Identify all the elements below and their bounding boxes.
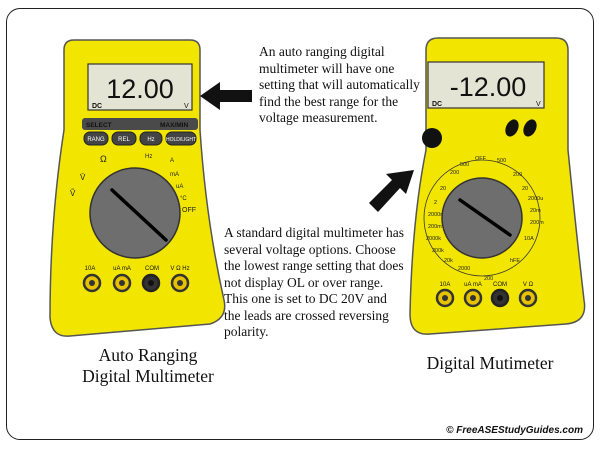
svg-text:20: 20 [522,186,528,192]
auto-select-label: SELECT [86,122,112,129]
standard-meter-note: A standard digital multimeter has severa… [224,225,404,339]
std-dial-pointer [458,198,512,237]
std-jack-label-com: COM [493,282,507,288]
std-unit: V [536,101,541,108]
auto-lcd [87,63,193,111]
digital-mutimeter-caption: Digital Mutimeter [426,353,554,373]
auto-ranging-multimeter: 12.00 DC V SELECT MAX/MIN RANG REL Hz HO… [49,39,226,337]
auto-dial-label-ma: mA [170,172,179,178]
svg-text:200m: 200m [530,220,544,226]
std-jack-label-uama: uA mA [464,282,482,288]
hz-button[interactable] [139,131,163,146]
dc-volt-icon: V̄ [80,173,86,182]
svg-text:20k: 20k [444,258,453,264]
std-probe-holder [505,119,519,137]
auto-reading: 12.00 [106,74,174,104]
ohm-icon: Ω [100,154,107,164]
auto-buttons: RANG REL Hz HOLD/LIGHT [83,131,197,146]
auto-jack-label-com: COM [145,266,159,272]
auto-dial-pointer [110,188,168,242]
rang-button-label: RANG [87,137,105,143]
svg-text:2: 2 [434,200,437,206]
rel-button-label: REL [118,137,130,143]
std-power-button[interactable] [422,128,442,148]
arrow-up-right-icon [369,170,414,212]
auto-unit: V [184,103,189,110]
svg-text:200: 200 [484,276,493,282]
arrow-left-icon [200,82,252,110]
svg-text:hFE: hFE [510,258,520,264]
auto-mode: DC [92,103,102,110]
svg-text:500: 500 [460,162,469,168]
std-lcd [427,61,545,109]
std-rotary-dial[interactable] [441,177,523,259]
hold-light-button-label: HOLD/LIGHT [166,137,196,143]
svg-text:20m: 20m [530,208,541,214]
svg-text:500: 500 [497,158,506,164]
auto-caption-line2: Digital Multimeter [82,366,214,386]
arrow-to-auto-display [200,82,252,110]
arrow-to-std-dial [369,170,414,212]
auto-jacks: 10A uA mA COM V Ω Hz [82,266,190,293]
auto-dial-label-hz: Hz [145,154,152,160]
auto-dial-label-temp: °C [180,196,187,202]
border-frame [6,8,594,440]
auto-caption-line1: Auto Ranging [98,345,198,365]
svg-text:20: 20 [440,186,446,192]
std-jack-label-10a: 10A [440,282,451,288]
hz-button-label: Hz [147,137,154,143]
svg-text:200: 200 [450,170,459,176]
svg-text:2000u: 2000u [528,196,543,202]
auto-jack-label-uama: uA mA [113,266,131,272]
auto-range-note: An auto ranging digital multimeter will … [259,44,420,125]
auto-jack-label-10a: 10A [85,266,96,272]
svg-text:OFF: OFF [475,156,487,162]
std-mode: DC [432,101,442,108]
auto-jack-label-volt: V Ω Hz [170,266,189,272]
svg-text:2000k: 2000k [426,236,441,242]
rang-button[interactable] [83,131,109,146]
svg-text:10A: 10A [524,236,534,242]
hold-light-button[interactable] [165,131,197,146]
auto-maxmin-label: MAX/MIN [160,122,188,129]
svg-text:200: 200 [513,172,522,178]
std-dial-scale: OFF 500 200 20 2 2000m 200m 2000k 200k 2… [426,156,544,282]
auto-dial-label-a: A [170,158,174,164]
svg-text:200k: 200k [432,248,444,254]
svg-text:2000m: 2000m [428,212,445,218]
svg-text:2000: 2000 [458,266,470,272]
svg-text:200m: 200m [428,224,442,230]
auto-dial-label-ua: uA [176,184,183,190]
std-jack-label-volt: V Ω [523,282,534,288]
std-jacks: 10A uA mA COM V Ω [435,282,538,308]
credit-text: © FreeASEStudyGuides.com [446,425,583,436]
auto-ranging-caption: Auto Ranging Digital Multimeter [48,345,248,387]
auto-dial-label-off: OFF [182,207,196,214]
std-reading: -12.00 [450,72,527,102]
rel-button[interactable] [111,131,137,146]
standard-multimeter: -12.00 DC V OFF 500 200 20 2 2000m 200m … [409,37,586,335]
ac-volt-icon: Ṽ [70,189,76,198]
